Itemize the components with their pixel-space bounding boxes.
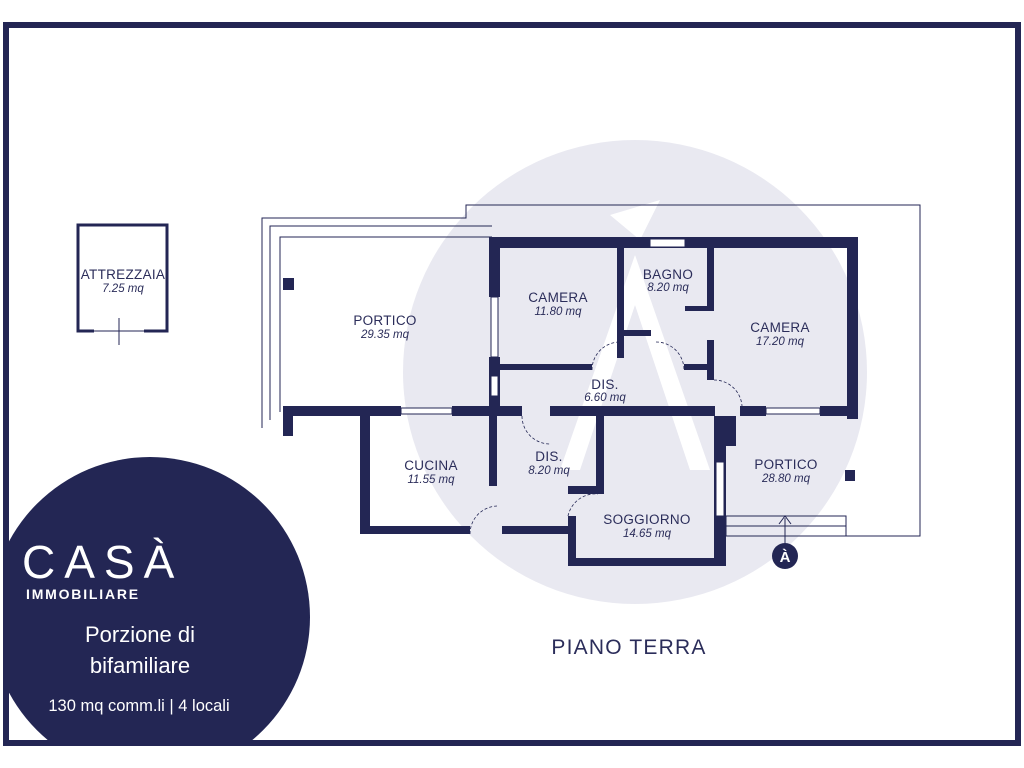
room-portico-left: PORTICO 29.35 mq (353, 313, 416, 341)
room-area: 8.20 mq (647, 282, 689, 294)
portico-right-rails (725, 515, 847, 544)
entrance-marker-label: À (780, 549, 791, 566)
room-area: 14.65 mq (623, 528, 672, 540)
room-dis-1: DIS. 6.60 mq (584, 377, 626, 404)
brand-subtitle: IMMOBILIARE (26, 586, 140, 602)
room-label: CAMERA (528, 290, 588, 305)
entrance-marker: À (772, 543, 798, 569)
room-label: SOGGIORNO (603, 512, 690, 527)
room-label: CAMERA (750, 320, 810, 335)
room-dis-2: DIS. 8.20 mq (528, 449, 570, 477)
room-cucina: CUCINA 11.55 mq (404, 458, 458, 486)
room-label: PORTICO (353, 313, 416, 328)
room-label: DIS. (535, 449, 562, 464)
door-swings (469, 341, 743, 535)
brand-badge: CASÀ IMMOBILIARE Porzione di bifamiliare… (6, 457, 310, 746)
room-attrezzaia: ATTREZZAIA 7.25 mq (81, 267, 166, 295)
attrezzaia-shed (76, 223, 169, 345)
room-area: 28.80 mq (761, 473, 811, 485)
room-area: 7.25 mq (102, 283, 144, 295)
room-camera-1: CAMERA 11.80 mq (528, 290, 588, 318)
room-area: 6.60 mq (584, 392, 626, 404)
room-area: 8.20 mq (528, 465, 570, 477)
room-label: CUCINA (404, 458, 458, 473)
headline-line-1: Porzione di (85, 622, 195, 647)
windows (400, 238, 821, 517)
room-label: PORTICO (754, 457, 817, 472)
headline-line-2: bifamiliare (90, 653, 190, 678)
room-area: 17.20 mq (756, 336, 805, 348)
room-bagno: BAGNO 8.20 mq (643, 267, 693, 294)
portico-left-outline (261, 204, 921, 537)
listing-details: 130 mq comm.li | 4 locali (48, 697, 229, 715)
room-camera-2: CAMERA 17.20 mq (750, 320, 810, 348)
room-label: ATTREZZAIA (81, 267, 166, 282)
walls (283, 237, 858, 566)
room-area: 11.55 mq (407, 474, 455, 486)
room-portico-right: PORTICO 28.80 mq (754, 457, 817, 485)
floor-title: PIANO TERRA (551, 636, 706, 659)
room-soggiorno: SOGGIORNO 14.65 mq (603, 512, 690, 540)
brand-name: CASÀ (22, 536, 183, 588)
column (845, 470, 855, 481)
column (283, 278, 294, 290)
room-area: 29.35 mq (360, 329, 410, 341)
room-label: DIS. (591, 377, 618, 392)
room-label: BAGNO (643, 267, 693, 282)
room-area: 11.80 mq (534, 306, 582, 318)
